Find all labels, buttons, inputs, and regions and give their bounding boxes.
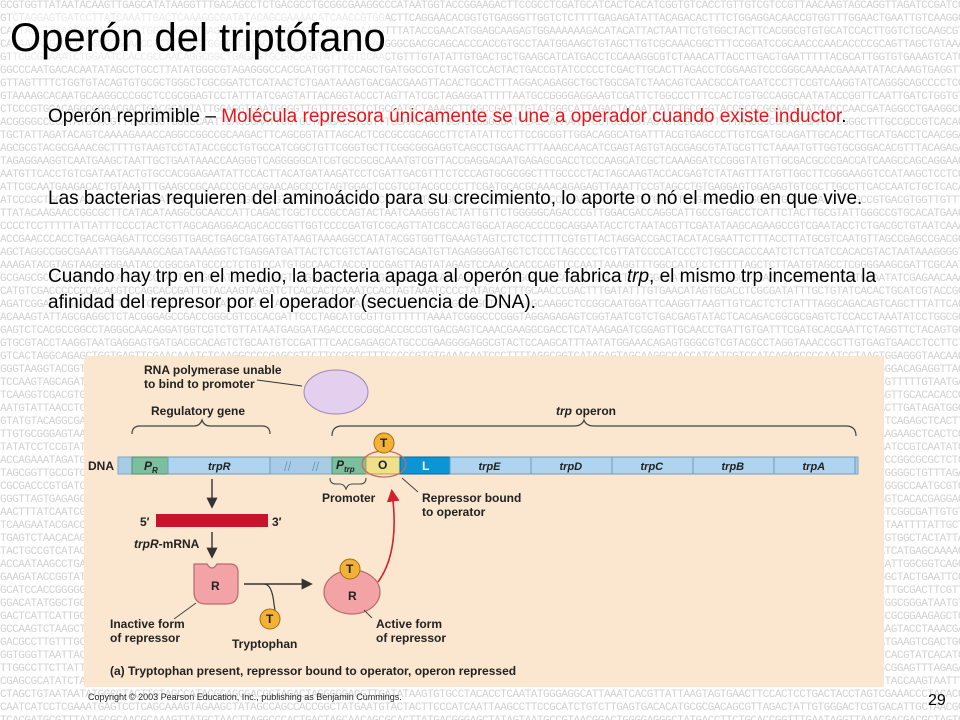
p3-italic: trp (626, 266, 650, 287)
trpR-label: trpR (208, 461, 231, 473)
trpR-mrna-label: trpR-mRNA (134, 537, 200, 551)
p1-lead: Operón reprimible – (48, 106, 222, 127)
tryptophan-on-active (339, 558, 361, 580)
mrna-3prime: 3′ (272, 515, 282, 529)
operator-label: O (378, 458, 387, 472)
svg-text:of repressor: of repressor (376, 631, 446, 645)
inactive-repressor-label: Inactive form of repressor (110, 617, 185, 645)
figure-caption: (a) Tryptophan present, repressor bound … (110, 664, 516, 678)
rna-pol-leader-line (256, 379, 303, 387)
page-number: 29 (928, 692, 946, 709)
p3-b: , el mismo trp incementa la afinidad del… (48, 266, 877, 313)
repressor-letter-active: R (348, 589, 357, 603)
regulatory-gene-label: Regulatory gene (151, 404, 245, 418)
repressor-bound-label: Repressor bound to operator (422, 491, 521, 519)
leader-label: L (422, 459, 429, 473)
pr-label: PR (144, 459, 158, 475)
tryptophan-letter-top: T (380, 436, 388, 450)
trp-operon-bracket (331, 418, 857, 437)
svg-text:to operator: to operator (422, 505, 486, 519)
tryptophan-label: Tryptophan (232, 637, 297, 651)
inactive-leader-line (173, 602, 197, 620)
tryptophan-letter-free: T (266, 612, 274, 626)
arrow-repressor-to-operator (377, 488, 400, 583)
gene-label-trpA: trpA (803, 461, 826, 473)
svg-text:of repressor: of repressor (110, 631, 180, 645)
svg-text:Active form: Active form (376, 617, 442, 631)
svg-text:RNA polymerase unable: RNA polymerase unable (144, 363, 282, 377)
mrna-5prime: 5′ (140, 515, 150, 529)
gene-label-trpE: trpE (479, 461, 502, 473)
tryptophan-letter-active: T (346, 562, 354, 576)
promoter-bracket (329, 477, 367, 491)
ptrp-label: Ptrp (336, 458, 355, 474)
svg-text:trp operon: trp operon (556, 404, 616, 418)
trp-operon-figure: RNA polymerase unable to bind to promote… (84, 356, 884, 687)
trp-operon-label: trp operon (556, 404, 616, 418)
rna-polymerase-shape (303, 369, 369, 415)
tryptophan-free (259, 608, 281, 630)
paragraph-cuando-hay-trp: Cuando hay trp en el medio, la bacteria … (48, 264, 898, 316)
copyright-notice: Copyright © 2003 Pearson Education, Inc.… (88, 692, 402, 702)
active-leader-line (363, 609, 373, 619)
repressor-bound-leader (401, 477, 419, 493)
p3-a: Cuando hay trp en el medio, la bacteria … (48, 266, 627, 287)
regulatory-gene-bracket (131, 418, 271, 435)
gene-label-trpD: trpD (560, 461, 583, 473)
dna-label: DNA (88, 459, 114, 473)
rna-polymerase-label: RNA polymerase unable to bind to promote… (144, 363, 282, 391)
gene-trpA (773, 456, 856, 475)
active-repressor-label: Active form of repressor (376, 617, 446, 645)
structural-genes: trpE trpD trpC trpB trpA (449, 456, 856, 475)
promoter-label: Promoter (322, 491, 376, 505)
p1-highlight: Molécula represora únicamente se une a o… (221, 106, 842, 127)
repressor-letter-inactive: R (211, 579, 220, 593)
svg-text:to bind to promoter: to bind to promoter (144, 377, 255, 391)
gene-label-trpC: trpC (641, 461, 665, 473)
p1-tail: . (841, 106, 847, 127)
slide-title: Operón del triptófano (10, 14, 386, 62)
trpR-mrna-bar (156, 514, 268, 527)
gene-trpR (167, 456, 271, 475)
inactive-repressor-shape (193, 563, 239, 605)
paragraph-bacterias: Las bacterias requieren del aminoácido p… (48, 188, 863, 209)
dna-break-2: // (312, 459, 320, 474)
dna-break-1: // (284, 459, 292, 474)
svg-text:Repressor bound: Repressor bound (422, 491, 521, 505)
paragraph-operon-reprimible: Operón reprimible – Molécula represora ú… (48, 104, 898, 130)
gene-label-trpB: trpB (722, 461, 745, 473)
svg-text:Inactive form: Inactive form (110, 617, 185, 631)
tryptophan-on-repressor (373, 432, 395, 454)
